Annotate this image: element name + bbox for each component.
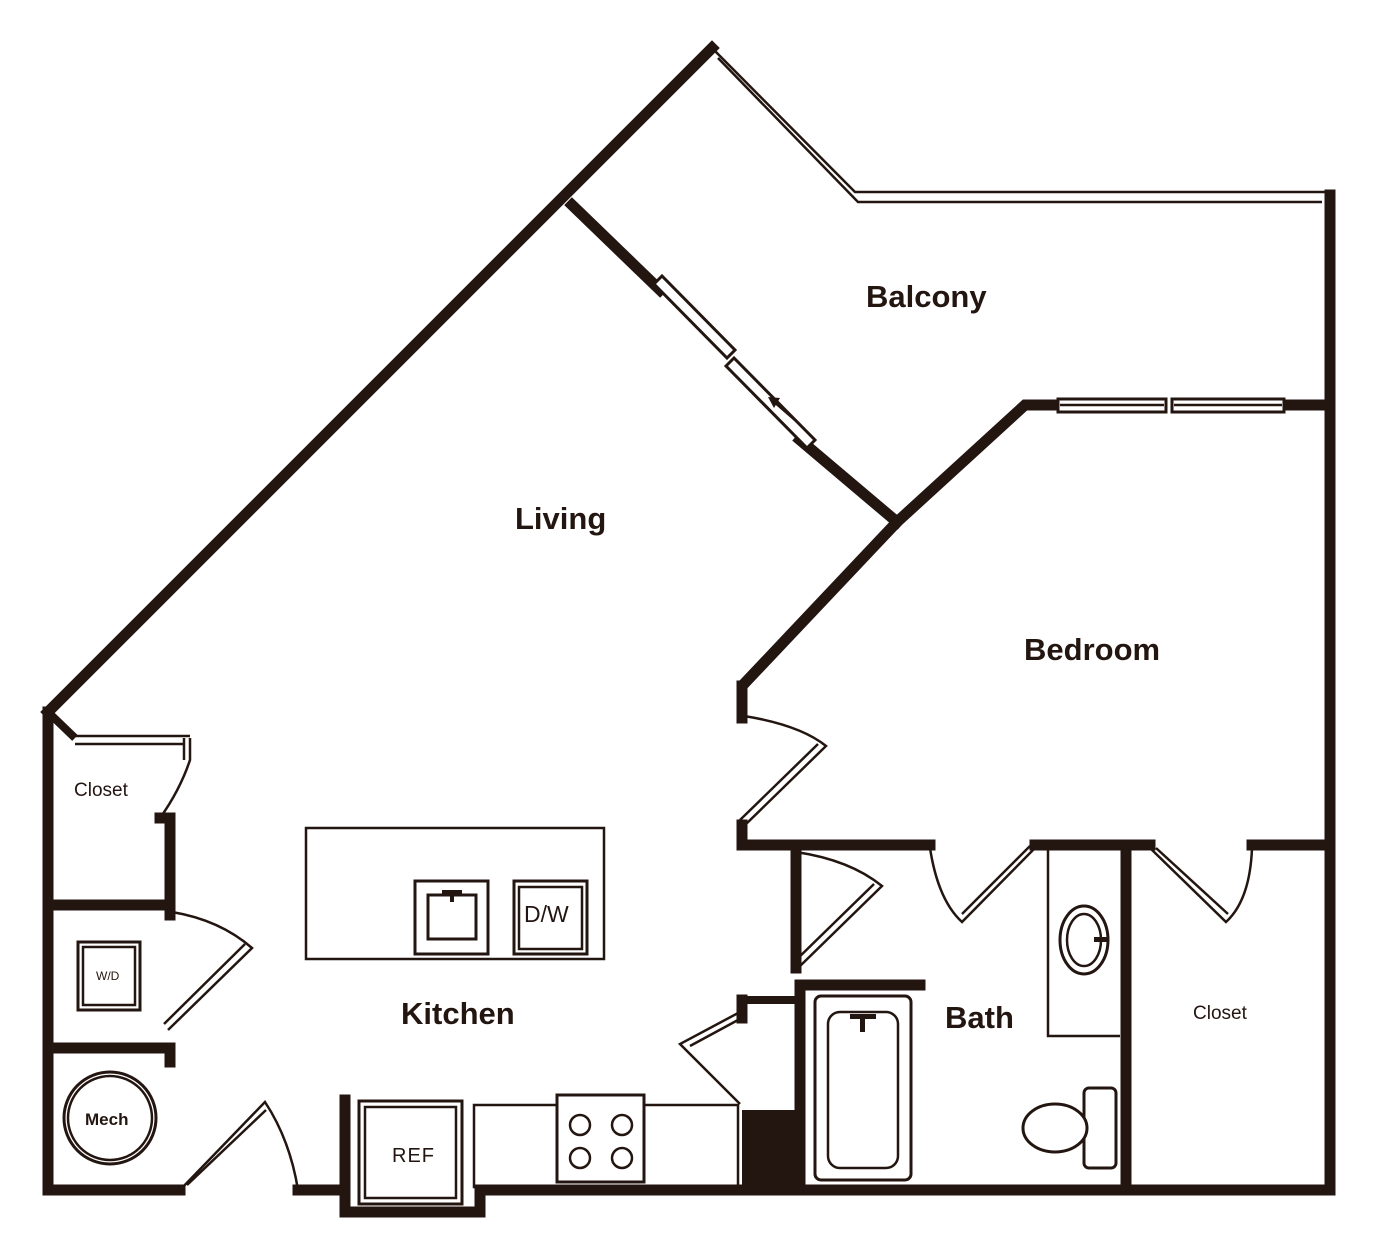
sliding-door: [651, 273, 818, 451]
room-label-balcony: Balcony: [866, 279, 987, 314]
room-label-closet-right: Closet: [1193, 1003, 1248, 1024]
washer-dryer: [76, 940, 142, 1012]
vanity-sink: [1058, 904, 1110, 976]
door-swings: [158, 714, 1254, 1191]
room-label-bedroom: Bedroom: [1024, 632, 1160, 667]
balcony-railing: [711, 47, 1328, 204]
room-label-kitchen: Kitchen: [401, 996, 515, 1031]
toilet: [1021, 1086, 1118, 1170]
kitchen-counter: [357, 1093, 740, 1206]
utility-walls: [42, 680, 748, 1068]
room-label-closet-left: Closet: [74, 780, 129, 801]
kitchen-island: [304, 826, 606, 961]
washer-dryer-label: W/D: [96, 969, 120, 983]
bathtub: [813, 994, 913, 1182]
room-label-bath: Bath: [945, 1000, 1014, 1035]
dishwasher-label: D/W: [524, 901, 569, 927]
room-label-living: Living: [515, 501, 606, 536]
mechanical: [62, 1070, 158, 1166]
refrigerator-label: REF: [392, 1145, 435, 1167]
mechanical-label: Mech: [85, 1110, 128, 1129]
bedroom-window: [1056, 397, 1286, 414]
bath-walls: [736, 839, 1132, 1196]
exterior-walls: [40, 40, 1336, 1218]
